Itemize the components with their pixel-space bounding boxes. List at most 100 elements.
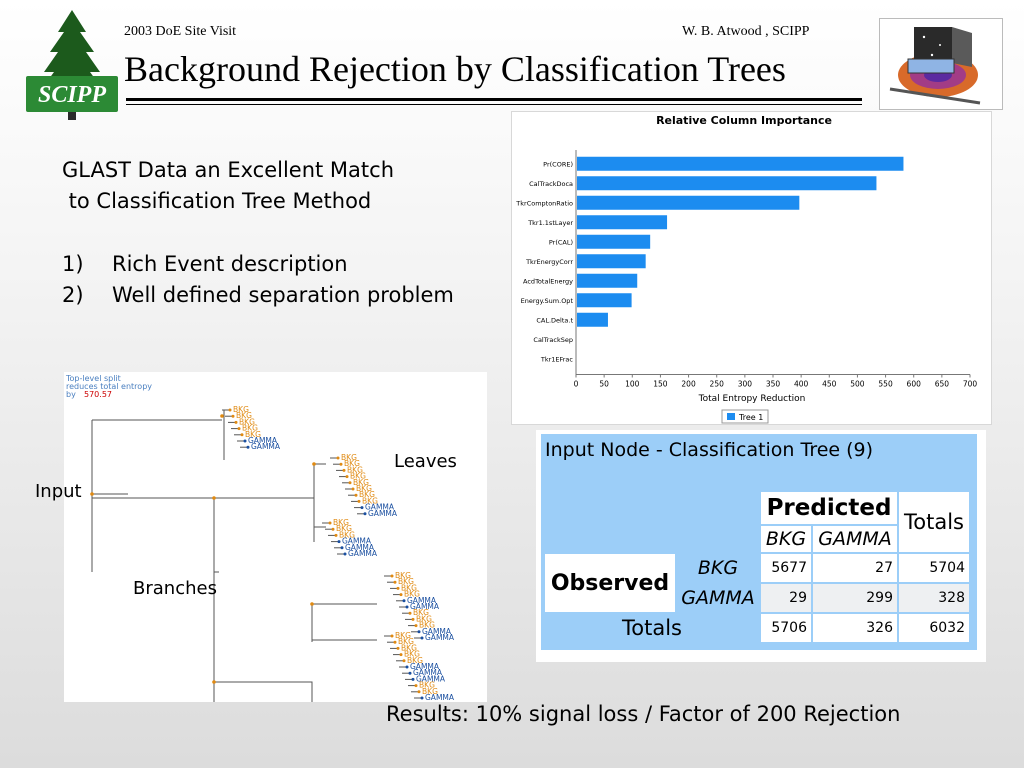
chart-category-label: TkrEnergyCorr xyxy=(525,258,573,266)
tree-branch-node xyxy=(312,462,316,466)
tree-leaf-bkg: BKG xyxy=(359,490,375,499)
tree-leaf-marker xyxy=(390,634,394,638)
importance-chart: Relative Column Importance Total Entropy… xyxy=(515,114,977,424)
tree-leaf-gamma: GAMMA xyxy=(425,693,455,702)
tree-leaf-gamma: GAMMA xyxy=(365,503,395,512)
header-left: 2003 DoE Site Visit xyxy=(124,24,237,39)
chart-bar xyxy=(577,293,632,308)
tree-leaf-marker xyxy=(342,468,346,472)
body-line-1: GLAST Data an Excellent Match xyxy=(62,158,395,182)
totals-row-label: Totals xyxy=(543,612,761,644)
chart-category-label: Pr(CAL) xyxy=(549,238,573,246)
tree-leaf-marker xyxy=(396,646,400,650)
chart-category-label: TkrComptonRatio xyxy=(515,199,573,207)
tree-leaf-bkg: BKG xyxy=(404,650,420,659)
chart-x-tick-label: 600 xyxy=(907,380,922,389)
tree-leaf-gamma: GAMMA xyxy=(410,602,440,611)
tree-leaf-bkg: BKG xyxy=(416,614,432,623)
tree-leaf-marker xyxy=(234,420,238,424)
tree-label-input: Input xyxy=(35,481,82,502)
tree-leaf-bkg: BKG xyxy=(419,681,435,690)
chart-x-tick-label: 0 xyxy=(574,380,579,389)
tree-label-branches: Branches xyxy=(133,578,217,599)
cell-total-total: 6032 xyxy=(897,612,971,644)
chart-x-tick-label: 400 xyxy=(794,380,809,389)
tree-leaf-marker xyxy=(339,462,343,466)
cell-bkg-bkg: 5677 xyxy=(759,552,813,584)
tree-note-line-1: Top-level split xyxy=(65,374,121,383)
tree-note-value: 570.57 xyxy=(84,390,112,399)
title-rule xyxy=(126,98,862,105)
tree-leaf-marker xyxy=(357,499,361,503)
body-line-2: to Classification Tree Method xyxy=(62,189,372,213)
tree-leaf-gamma: GAMMA xyxy=(348,549,378,558)
chart-category-label: AcdTotalEnergy xyxy=(523,277,573,285)
tree-branch-node xyxy=(212,680,216,684)
tree-note-line-2: reduces total entropy xyxy=(66,382,152,391)
tree-leaf-gamma: GAMMA xyxy=(248,436,278,445)
tree-leaf-marker xyxy=(348,481,352,485)
tree-leaf-marker xyxy=(411,617,415,621)
tree-leaf-marker xyxy=(417,630,421,634)
tree-leaf-bkg: BKG xyxy=(407,656,423,665)
tree-leaf-marker xyxy=(405,665,409,669)
chart-x-tick-label: 250 xyxy=(710,380,725,389)
tree-leaf-marker xyxy=(351,487,355,491)
tree-leaf-bkg: BKG xyxy=(236,411,252,420)
tree-leaf-marker xyxy=(417,690,421,694)
tree-branch-node xyxy=(90,492,94,496)
chart-x-tick-label: 550 xyxy=(878,380,893,389)
header-right: W. B. Atwood , SCIPP xyxy=(682,24,810,39)
tree-leaf-marker xyxy=(354,493,358,497)
logo-text: SCIPP xyxy=(38,82,106,108)
chart-x-tick-label: 500 xyxy=(850,380,865,389)
tree-leaf-marker xyxy=(331,527,335,531)
chart-category-label: CAL.Delta.t xyxy=(536,316,573,324)
tree-leaf-bkg: BKG xyxy=(333,518,349,527)
chart-x-tick-label: 200 xyxy=(681,380,696,389)
tree-leaf-gamma: GAMMA xyxy=(416,674,446,683)
tree-leaf-marker xyxy=(402,599,406,603)
tree-leaf-marker xyxy=(390,574,394,578)
tree-leaf-marker xyxy=(334,533,338,537)
tree-leaf-bkg: BKG xyxy=(242,424,258,433)
chart-bar xyxy=(577,156,904,171)
chart-x-tick-label: 150 xyxy=(653,380,668,389)
predicted-bkg-header: BKG xyxy=(759,524,813,554)
cell-total-gamma: 326 xyxy=(811,612,899,644)
tree-leaf-marker xyxy=(396,586,400,590)
tree-leaf-marker xyxy=(336,456,340,460)
tree-edge xyxy=(92,497,314,627)
tree-leaf-bkg: BKG xyxy=(245,430,261,439)
confusion-matrix-table: Predicted Totals BKG GAMMA Observed BKG … xyxy=(543,490,971,644)
chart-bar xyxy=(577,176,877,191)
tree-leaf-marker xyxy=(337,540,341,544)
tree-leaf-gamma: GAMMA xyxy=(425,633,455,642)
chart-bar xyxy=(577,195,800,210)
cell-gamma-bkg: 29 xyxy=(759,582,813,614)
confusion-matrix-box: Input Node - Classification Tree (9) Pre… xyxy=(541,434,977,650)
list-item-1-number: 1) xyxy=(62,252,84,276)
legend-swatch xyxy=(727,413,735,420)
tree-leaf-marker xyxy=(243,439,247,443)
tree-leaf-bkg: BKG xyxy=(398,637,414,646)
tree-leaf-marker xyxy=(414,624,418,628)
chart-category-label: CalTrackSep xyxy=(533,336,573,344)
tree-edge xyxy=(311,603,377,642)
tree-branch-node xyxy=(212,496,216,500)
slide-title: Background Rejection by Classification T… xyxy=(124,49,786,89)
tree-leaf-marker xyxy=(363,512,367,516)
cell-gamma-gamma: 299 xyxy=(811,582,899,614)
tree-leaf-marker xyxy=(405,605,409,609)
tree-leaf-bkg: BKG xyxy=(404,590,420,599)
chart-x-tick-label: 450 xyxy=(822,380,837,389)
confusion-matrix-panel: Input Node - Classification Tree (9) Pre… xyxy=(536,430,986,662)
tree-leaf-marker xyxy=(340,546,344,550)
tree-leaf-bkg: BKG xyxy=(350,472,366,481)
tree-leaf-marker xyxy=(393,640,397,644)
tree-leaf-bkg: BKG xyxy=(339,530,355,539)
tree-leaf-bkg: BKG xyxy=(336,524,352,533)
tree-leaf-marker xyxy=(240,433,244,437)
list-item-2-text: Well defined separation problem xyxy=(112,283,454,307)
tree-leaf-bkg: BKG xyxy=(398,577,414,586)
